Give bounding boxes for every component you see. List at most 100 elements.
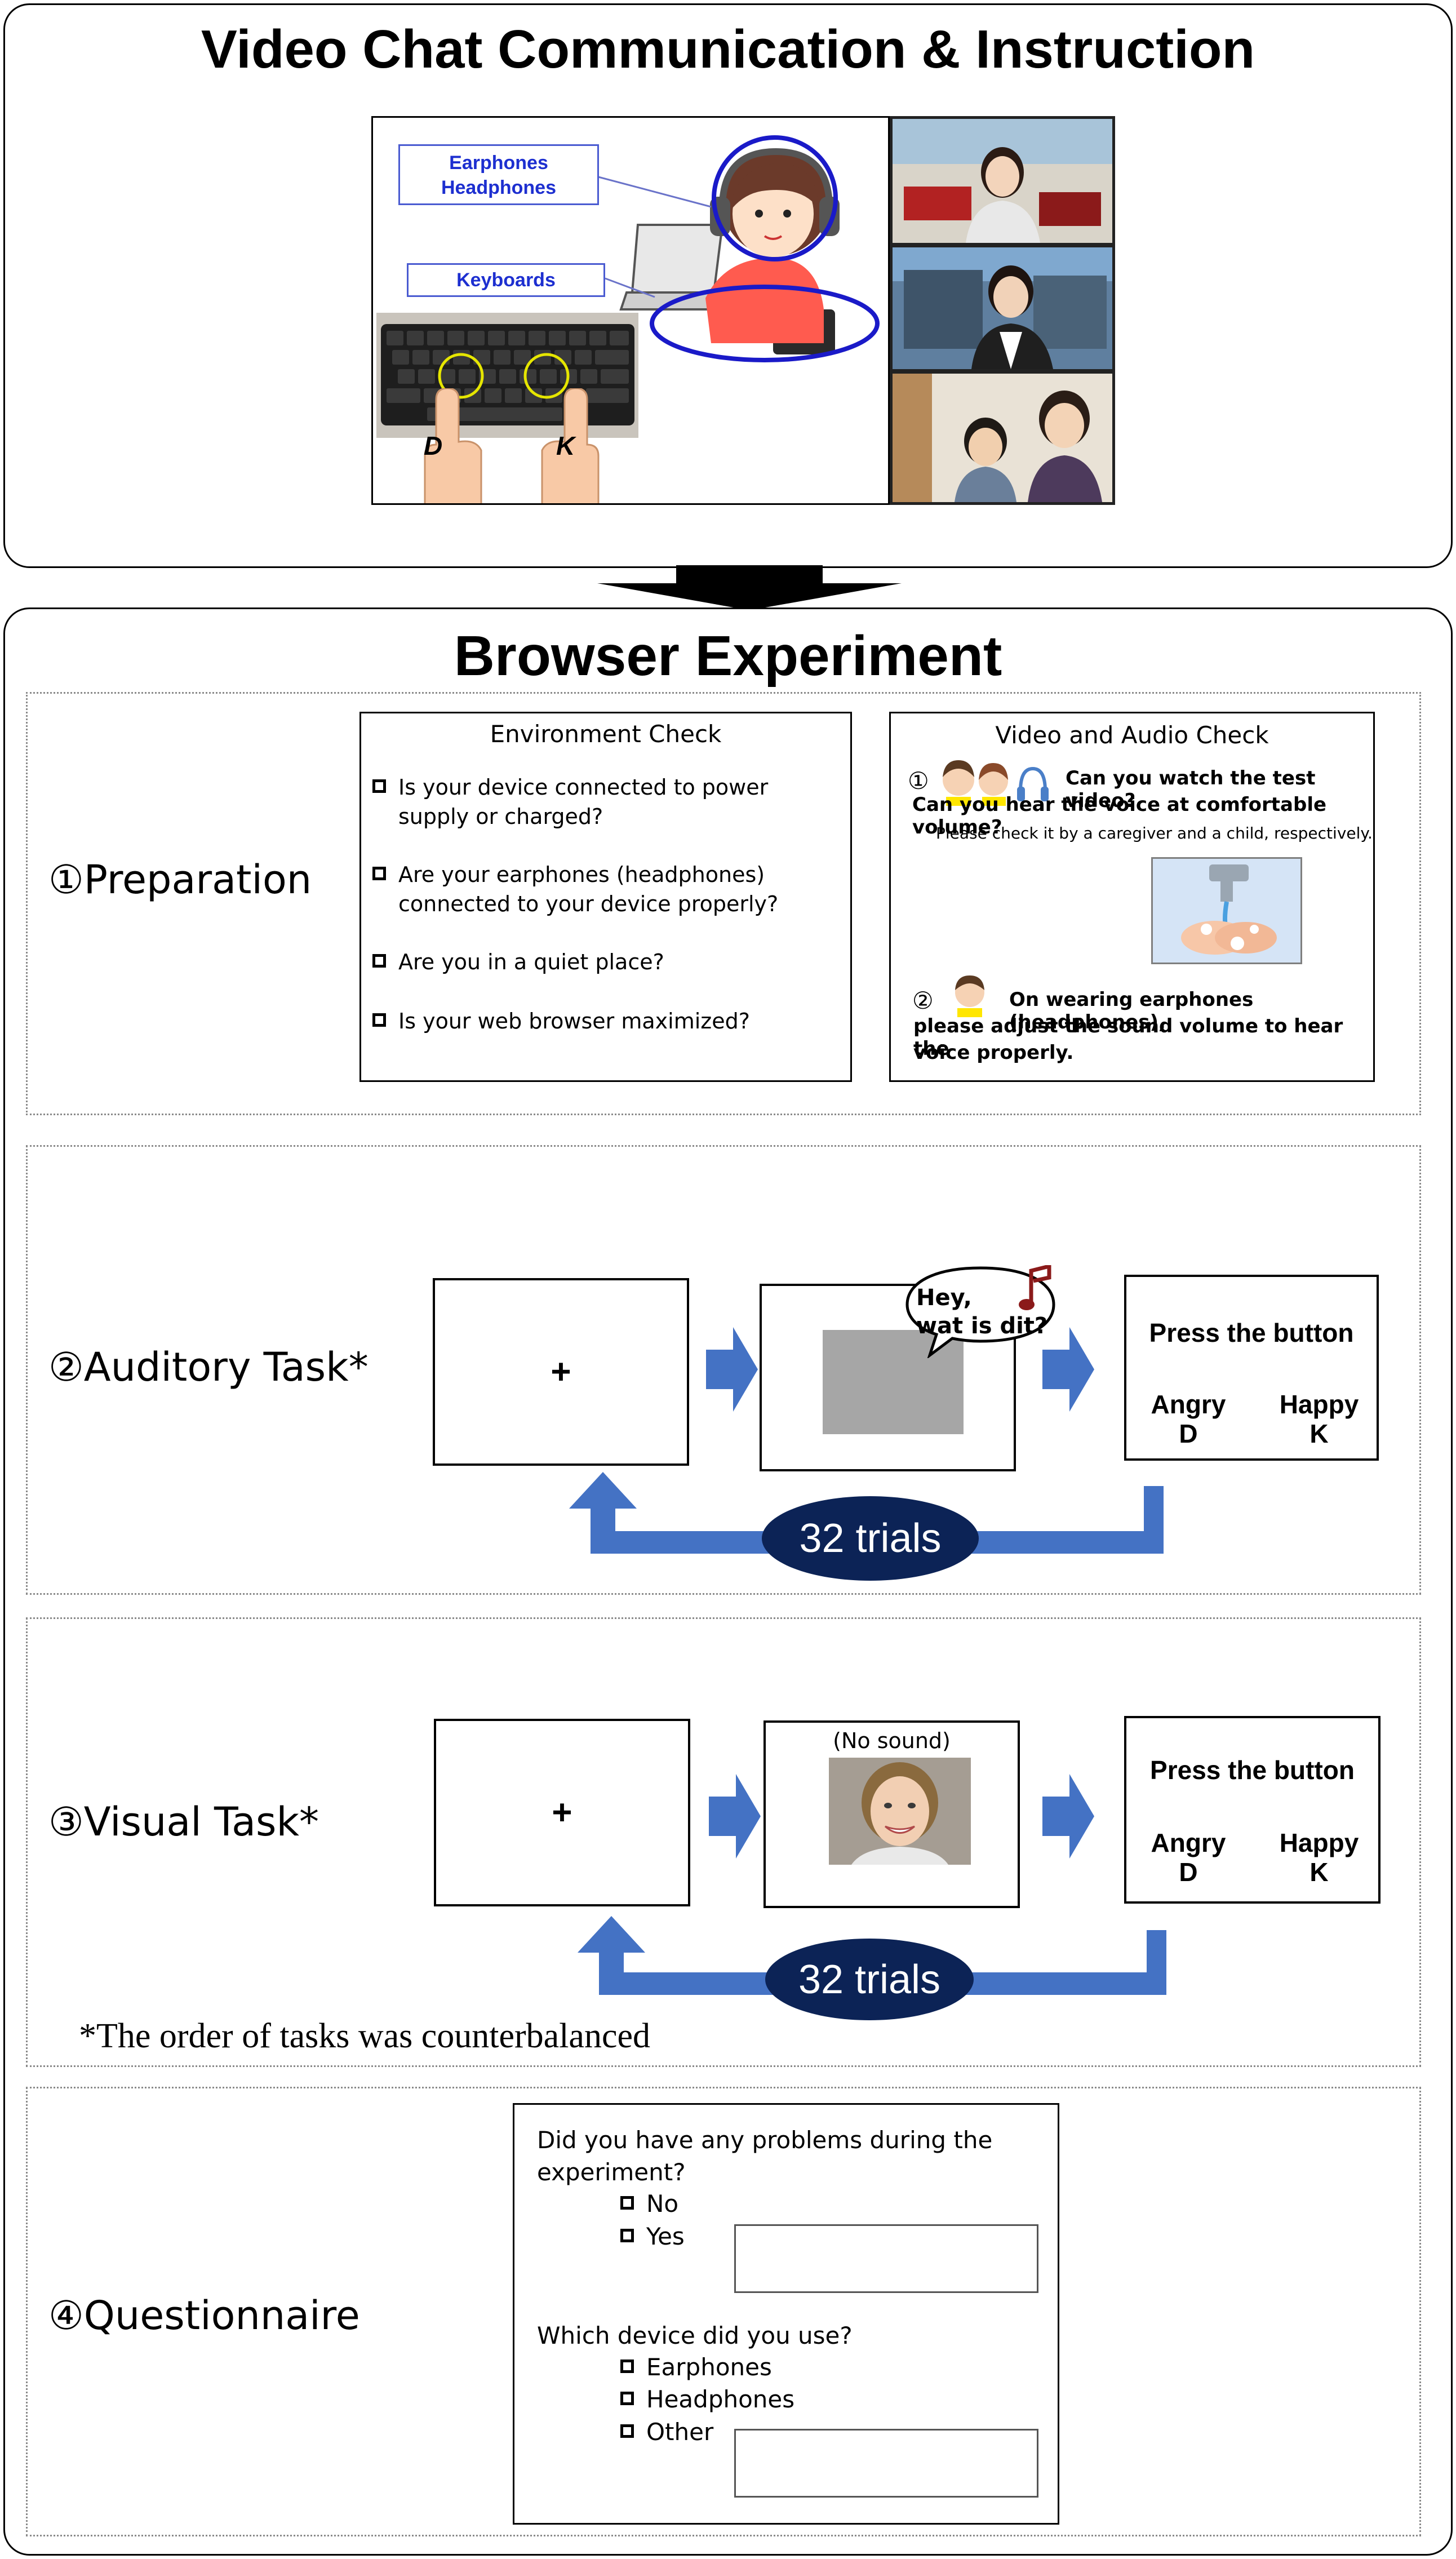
- question-2: Which device did you use?: [537, 2322, 853, 2349]
- questionnaire-form: Did you have any problems during the exp…: [513, 2103, 1059, 2525]
- env-item-text: Are you in a quiet place?: [398, 950, 664, 974]
- handwashing-video-thumbnail[interactable]: [1151, 857, 1302, 964]
- left-hand-illustration: [402, 387, 498, 503]
- option-no[interactable]: No: [620, 2189, 678, 2219]
- av-question-2-line1: On wearing earphones (headphones),: [1009, 988, 1254, 1034]
- av-question-2-line2: please adjust the sound volume to hear t…: [913, 1015, 1343, 1060]
- av-step-1-number: ①: [908, 767, 929, 795]
- headphones-label-line: Headphones: [441, 177, 557, 198]
- angry-label: Angry: [1151, 1828, 1226, 1857]
- earphones-headphones-label: Earphones Headphones: [398, 144, 599, 205]
- option-other-label: Other: [646, 2418, 714, 2446]
- environment-check-box: Environment Check Is your device connect…: [359, 712, 852, 1082]
- checkbox-icon: [620, 2392, 634, 2405]
- press-button-prompt: Press the button: [1150, 1755, 1355, 1785]
- girl-laptop-illustration: [619, 135, 880, 362]
- angry-key: D: [1179, 1857, 1198, 1887]
- fixation-cross: +: [552, 1793, 572, 1832]
- yes-details-input[interactable]: [734, 2224, 1038, 2293]
- checkbox-icon: [620, 2196, 634, 2210]
- caregiver-icon: [955, 975, 984, 1017]
- preparation-label: ①Preparation: [48, 857, 312, 903]
- environment-check-heading: Environment Check: [490, 720, 722, 748]
- angry-label: Angry: [1151, 1390, 1226, 1419]
- questionnaire-section: [26, 2087, 1421, 2536]
- happy-label: Happy: [1279, 1390, 1359, 1419]
- angry-option[interactable]: Angry D: [1143, 1828, 1233, 1887]
- happy-option[interactable]: Happy K: [1274, 1390, 1364, 1448]
- key-k-label: K: [556, 431, 575, 460]
- env-item-text: Is your device connected to power supply…: [398, 775, 769, 829]
- key-d-label: D: [424, 431, 443, 460]
- auditory-arrow-1: [706, 1327, 758, 1412]
- angry-option[interactable]: Angry D: [1143, 1390, 1233, 1448]
- env-item-text: Is your web browser maximized?: [398, 1009, 750, 1034]
- env-item-quiet[interactable]: Are you in a quiet place?: [372, 947, 840, 977]
- caregiver-child-headphone-icons: [943, 760, 1049, 806]
- happy-option[interactable]: Happy K: [1274, 1828, 1364, 1887]
- option-headphones[interactable]: Headphones: [620, 2385, 794, 2414]
- option-yes[interactable]: Yes: [620, 2222, 685, 2251]
- video-chat-panel: Video Chat Communication & Instruction: [3, 3, 1453, 568]
- option-no-label: No: [646, 2190, 679, 2217]
- video-chat-window: [890, 116, 1115, 505]
- callout-lines: [598, 176, 712, 298]
- speech-text-line2: wat is dit?: [916, 1313, 1048, 1339]
- option-yes-label: Yes: [646, 2223, 685, 2250]
- checkbox-icon: [620, 2360, 634, 2373]
- visual-trials-badge: 32 trials: [765, 1939, 974, 2020]
- face-photo: [829, 1758, 971, 1865]
- earphones-label-line: Earphones: [449, 152, 548, 174]
- option-earphones-label: Earphones: [646, 2353, 772, 2381]
- keyboard-photo: [376, 313, 638, 438]
- no-sound-note: (No sound): [833, 1728, 951, 1753]
- question-1-line1: Did you have any problems during the: [537, 2126, 993, 2154]
- browser-experiment-title: Browser Experiment: [454, 624, 1002, 688]
- env-item-browser[interactable]: Is your web browser maximized?: [372, 1006, 840, 1036]
- visual-arrow-1: [709, 1774, 761, 1859]
- checkbox-icon: [372, 954, 386, 968]
- video-audio-check-heading: Video and Audio Check: [995, 721, 1269, 749]
- preparation-section: [26, 692, 1421, 1115]
- down-arrow-connector: [597, 565, 902, 610]
- auditory-response-screen: Press the button Angry D Happy K: [1124, 1275, 1379, 1461]
- checkbox-icon: [620, 2424, 634, 2438]
- chat-photo-caregiver-child: [893, 374, 1112, 502]
- chat-photo-instructor-office: [893, 119, 1112, 243]
- visual-stimulus-screen: (No sound): [763, 1720, 1020, 1908]
- video-audio-check-box: Video and Audio Check ① Can you watch th…: [889, 712, 1375, 1082]
- auditory-loop-arrow: [569, 1472, 1164, 1554]
- other-device-input[interactable]: [734, 2429, 1038, 2498]
- env-item-text: Are your earphones (headphones) connecte…: [398, 862, 779, 916]
- happy-key: K: [1309, 1419, 1329, 1448]
- visual-fixation-screen: +: [434, 1719, 690, 1906]
- env-item-earphones[interactable]: Are your earphones (headphones) connecte…: [372, 860, 840, 919]
- counterbalance-footnote: *The order of tasks was counterbalanced: [79, 2017, 650, 2055]
- auditory-task-label: ②Auditory Task*: [48, 1344, 369, 1390]
- question-1-line2: experiment?: [537, 2158, 686, 2186]
- video-chat-title: Video Chat Communication & Instruction: [201, 19, 1255, 79]
- happy-label: Happy: [1279, 1828, 1359, 1857]
- av-note: Please check it by a caregiver and a chi…: [936, 824, 1373, 842]
- auditory-arrow-2: [1042, 1327, 1094, 1412]
- chat-photo-instructor-building: [893, 247, 1112, 369]
- angry-key: D: [1179, 1419, 1198, 1448]
- checkbox-icon: [620, 2229, 634, 2242]
- auditory-trials-badge: 32 trials: [762, 1496, 979, 1581]
- visual-task-label: ③Visual Task*: [48, 1799, 319, 1845]
- av-question-1-line1: Can you watch the test video?: [1066, 767, 1316, 812]
- setup-illustration: D K: [371, 116, 890, 505]
- option-headphones-label: Headphones: [646, 2385, 795, 2413]
- fixation-cross: +: [551, 1352, 571, 1391]
- option-earphones[interactable]: Earphones: [620, 2353, 772, 2382]
- option-other[interactable]: Other: [620, 2418, 713, 2447]
- av-question-1-line2: Can you hear the voice at comfortable vo…: [912, 793, 1327, 839]
- questionnaire-label: ④Questionnaire: [48, 2292, 360, 2339]
- checkbox-icon: [372, 867, 386, 880]
- visual-loop-arrow: [578, 1916, 1166, 1995]
- keyboards-label: Keyboards: [407, 263, 605, 297]
- speech-bubble: [905, 1266, 1055, 1358]
- env-item-power[interactable]: Is your device connected to power supply…: [372, 773, 840, 831]
- checkbox-icon: [372, 779, 386, 793]
- press-button-prompt: Press the button: [1149, 1318, 1354, 1347]
